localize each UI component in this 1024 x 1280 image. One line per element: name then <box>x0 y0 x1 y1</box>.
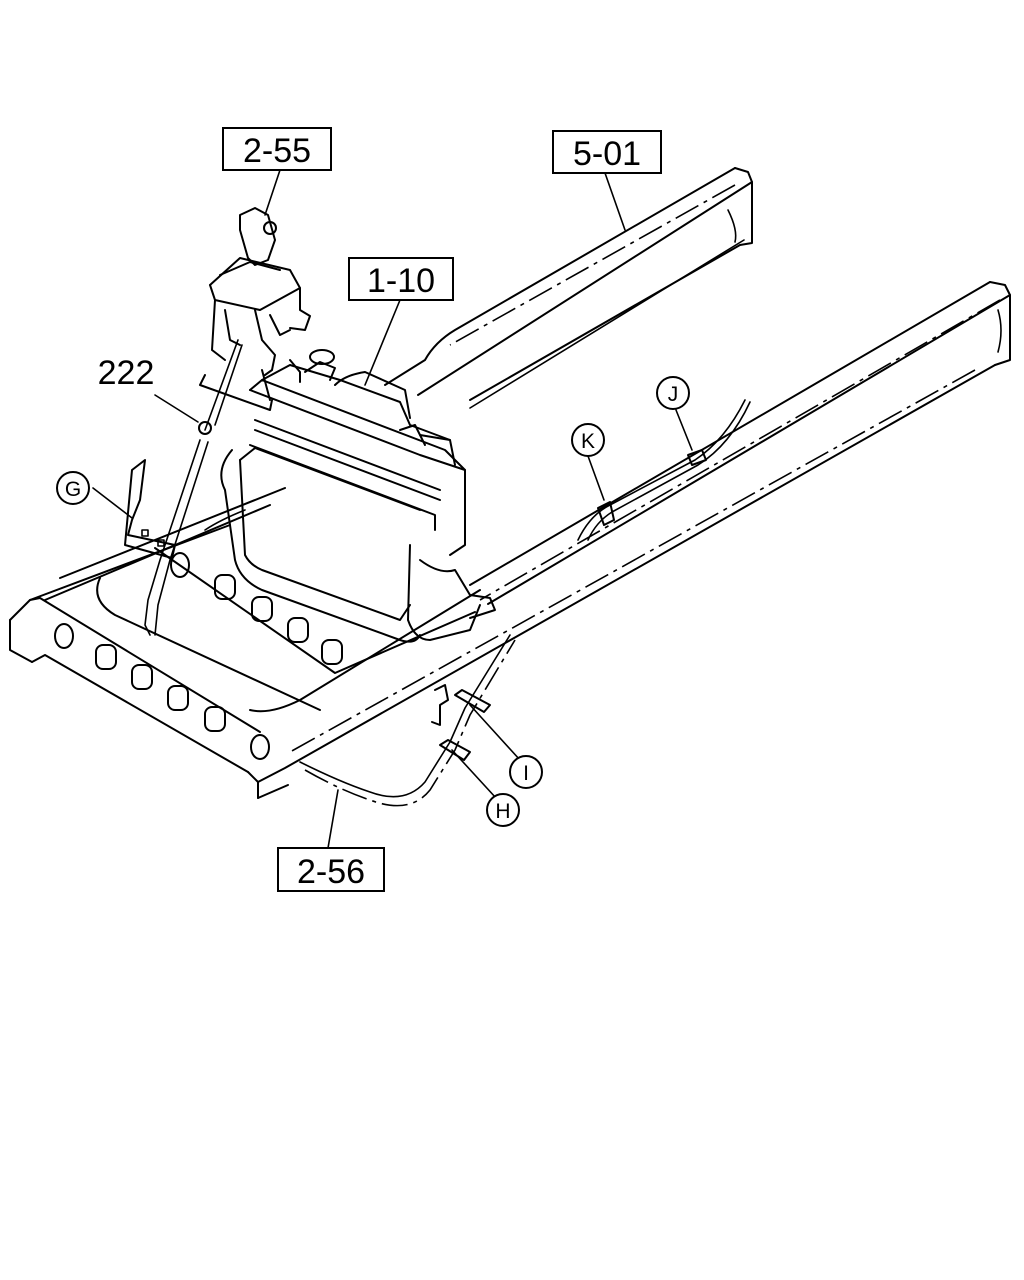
circle-callout-g: G <box>56 471 90 505</box>
shift-lever <box>199 207 311 431</box>
svg-text:222: 222 <box>98 354 155 392</box>
circle-callout-j: J <box>656 376 690 410</box>
svg-text:G: G <box>65 478 81 501</box>
right-frame-rail <box>249 281 1011 783</box>
callout-2-55: 2-55 <box>222 127 332 171</box>
svg-text:1-10: 1-10 <box>367 262 435 300</box>
svg-text:2-55: 2-55 <box>243 132 311 170</box>
leader-lines <box>92 169 693 849</box>
transmission-assembly <box>220 349 496 643</box>
svg-text:I: I <box>523 762 529 785</box>
svg-text:H: H <box>495 800 510 823</box>
front-crossmember <box>9 487 476 799</box>
cable-kj <box>577 399 751 541</box>
bracket-g <box>124 459 176 559</box>
callout-222: 222 <box>98 354 155 392</box>
svg-text:5-01: 5-01 <box>573 135 641 173</box>
callout-2-56: 2-56 <box>277 847 385 892</box>
svg-text:J: J <box>668 383 679 406</box>
left-frame-rail <box>384 167 753 409</box>
circle-callout-h: H <box>486 793 520 827</box>
callout-5-01: 5-01 <box>552 130 662 174</box>
svg-text:K: K <box>581 430 595 453</box>
callout-1-10: 1-10 <box>348 257 454 301</box>
circle-callout-k: K <box>571 423 605 457</box>
circle-callout-i: I <box>509 755 543 789</box>
grommet-222 <box>144 421 212 636</box>
cable-lower <box>299 634 516 807</box>
svg-text:2-56: 2-56 <box>297 853 365 891</box>
